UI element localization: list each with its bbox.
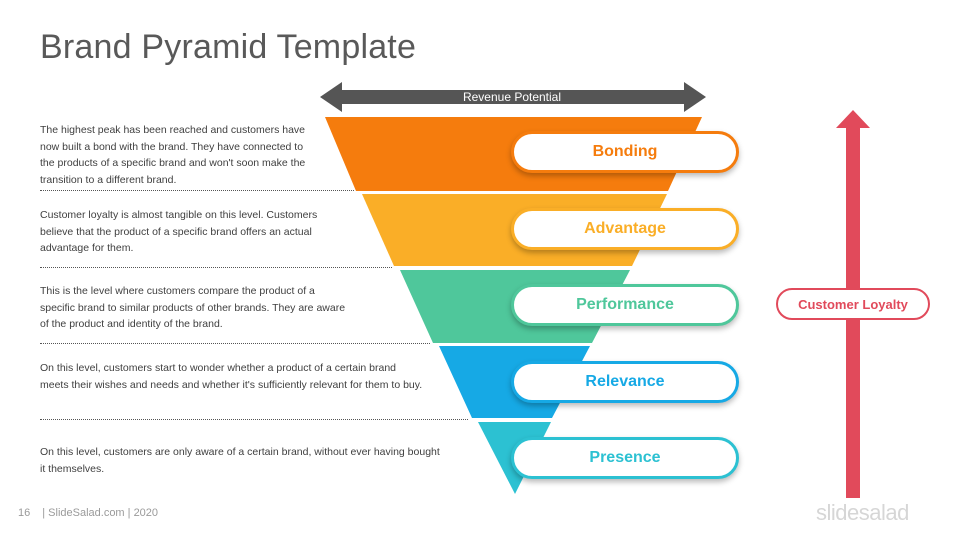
level-description-presence: On this level, customers are only aware … — [40, 446, 440, 475]
level-description-bonding: The highest peak has been reached and cu… — [40, 124, 306, 186]
slide-title: Brand Pyramid Template — [40, 28, 417, 66]
page-number: 16 — [18, 507, 31, 519]
level-pill-relevance: Relevance — [511, 361, 739, 403]
level-pill-presence: Presence — [511, 437, 739, 479]
level-pill-performance: Performance — [511, 284, 739, 326]
level-description-performance: This is the level where customers compar… — [40, 285, 346, 330]
brand-logo: slidesalad — [816, 500, 909, 525]
footer-credit: | SlideSalad.com | 2020 — [42, 507, 159, 519]
divider — [40, 190, 354, 191]
level-pill-advantage: Advantage — [511, 208, 739, 250]
revenue-potential-arrow-icon — [320, 82, 706, 112]
divider — [40, 343, 430, 344]
customer-loyalty-label: Customer Loyalty — [776, 288, 930, 320]
level-pill-bonding: Bonding — [511, 131, 739, 173]
revenue-potential-label: Revenue Potential — [462, 90, 562, 104]
divider — [40, 419, 468, 420]
level-description-relevance: On this level, customers start to wonder… — [40, 362, 423, 391]
footer: 16 | SlideSalad.com | 2020 — [18, 507, 158, 519]
level-description-advantage: Customer loyalty is almost tangible on t… — [40, 209, 318, 254]
divider — [40, 267, 392, 268]
